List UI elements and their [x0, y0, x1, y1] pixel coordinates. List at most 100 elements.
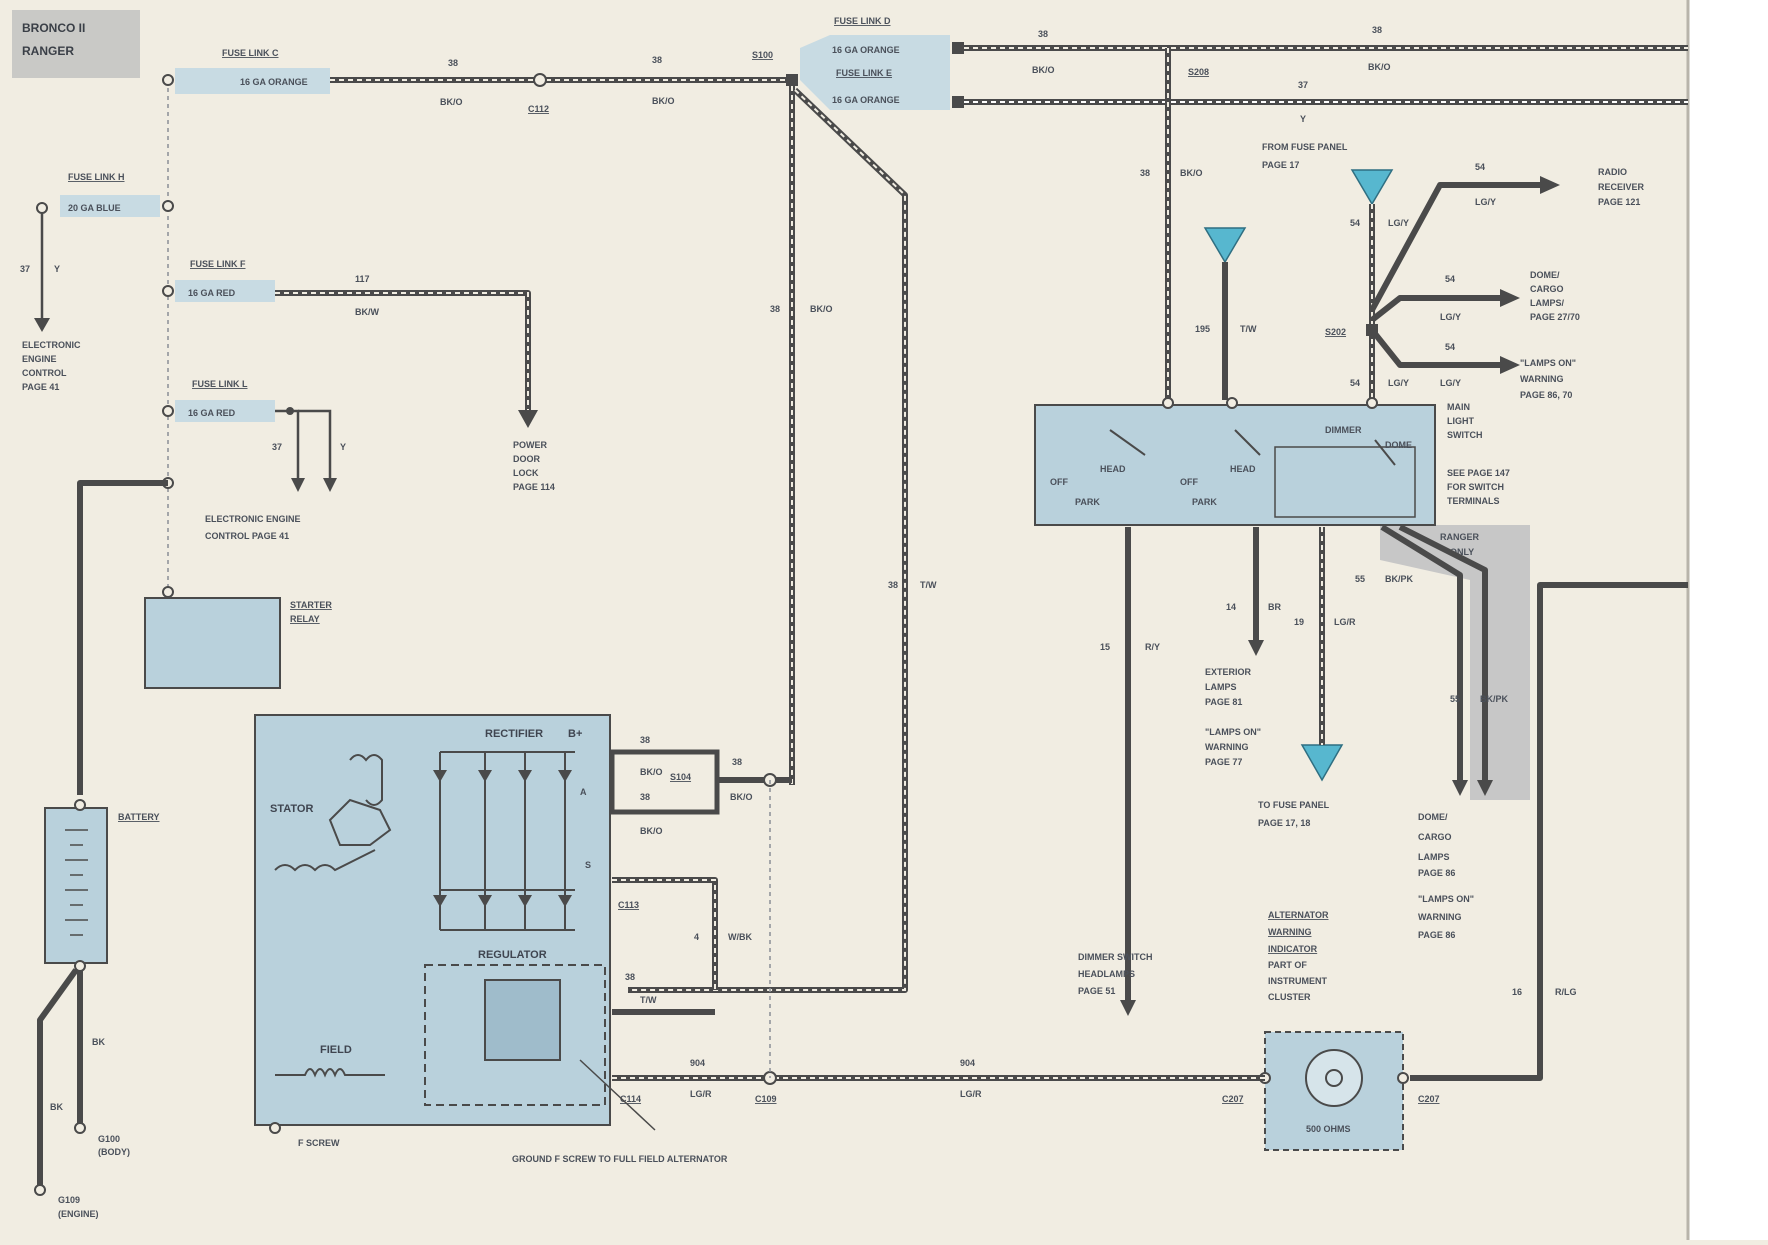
bko-alt-2: BK/O: [640, 826, 663, 836]
tw-f: T/W: [920, 580, 937, 590]
dcb-l1: DOME/: [1418, 812, 1448, 822]
fuse-link-f-band: [175, 280, 275, 302]
dcb-l7: PAGE 86: [1418, 930, 1455, 940]
mls-l4: SEE PAGE 147: [1447, 468, 1510, 478]
dcb-l5: "LAMPS ON": [1418, 894, 1474, 904]
fuse-link-c-band: [175, 68, 330, 94]
eec2-l1: ELECTRONIC ENGINE: [205, 514, 301, 524]
bko-alt-1: BK/O: [640, 767, 663, 777]
s202-label: S202: [1325, 327, 1346, 337]
mls-l1: MAIN: [1447, 402, 1470, 412]
eec-l1: ELECTRONIC: [22, 340, 81, 350]
w54-d1-no: 54: [1445, 274, 1455, 284]
w38-d: 38: [1372, 25, 1382, 35]
bko-e: BK/O: [810, 304, 833, 314]
warning-bulb-icon: [1305, 1049, 1363, 1107]
battery-label: BATTERY: [118, 812, 160, 822]
ranger-only-area: [1380, 525, 1530, 800]
fuse-link-e-title: FUSE LINK E: [836, 68, 892, 78]
w117-no: 117: [355, 274, 370, 284]
dome-label: DOME: [1385, 440, 1412, 450]
fuse-terminal-a: [1203, 227, 1247, 264]
w38-c: 38: [1038, 29, 1048, 39]
ranger-only-line1: RANGER: [1440, 532, 1480, 542]
w54-color: LG/Y: [1388, 218, 1409, 228]
dct-l5: "LAMPS ON": [1520, 358, 1576, 368]
fuse-link-h-band: [60, 195, 160, 217]
fuse-node-h-end: [36, 202, 48, 214]
eec-wire-no: 37: [20, 264, 30, 274]
w54-radio-no: 54: [1475, 162, 1485, 172]
w195-no: 195: [1195, 324, 1210, 334]
w904-a-color: LG/R: [690, 1089, 712, 1099]
starter-relay-l1: STARTER: [290, 600, 332, 610]
aw-l6: CLUSTER: [1268, 992, 1311, 1002]
field-label: FIELD: [320, 1044, 352, 1056]
fuse-link-d-title: FUSE LINK D: [834, 16, 891, 26]
stator-coil-icon: [274, 754, 392, 872]
sw-off-1: OFF: [1050, 477, 1068, 487]
w38-alt-3: 38: [732, 757, 742, 767]
eec-l4: PAGE 41: [22, 382, 59, 392]
wire-54-radio: [1369, 182, 1540, 312]
c109-label: C109: [755, 1094, 777, 1104]
c112-node: [533, 73, 547, 87]
ext-l1: EXTERIOR: [1205, 667, 1252, 677]
fuse-link-h-title: FUSE LINK H: [68, 172, 125, 182]
aw-l2: WARNING: [1268, 927, 1312, 937]
g100-sub: (BODY): [98, 1147, 130, 1157]
fuse-link-h-gauge: 20 GA BLUE: [68, 203, 121, 213]
bko-d: BK/O: [1368, 62, 1391, 72]
eec-l3: CONTROL: [22, 368, 67, 378]
regulator: [424, 964, 606, 1106]
alternator: [254, 714, 611, 1126]
gnd-body-wire: BK: [92, 1037, 105, 1047]
w54-d2-no: 54: [1445, 342, 1455, 352]
w38-reg: 38: [625, 972, 635, 982]
sw-park-2: PARK: [1192, 497, 1217, 507]
sw-head-1: HEAD: [1100, 464, 1126, 474]
l-wire-color: Y: [340, 442, 346, 452]
s104-label: S104: [670, 772, 691, 782]
radio-l1: RADIO: [1598, 167, 1627, 177]
w54-no: 54: [1350, 218, 1360, 228]
mls-l5: FOR SWITCH: [1447, 482, 1504, 492]
starter-relay-l2: RELAY: [290, 614, 320, 624]
w4-no: 4: [694, 932, 699, 942]
w54-d2-color: LG/Y: [1440, 378, 1461, 388]
fuse-link-f-title: FUSE LINK F: [190, 259, 246, 269]
bko-a: BK/O: [440, 97, 463, 107]
s100-splice: [786, 74, 798, 86]
w54b-color: LG/Y: [1388, 378, 1409, 388]
fuse-link-l-title: FUSE LINK L: [192, 379, 248, 389]
rectifier-label: RECTIFIER: [485, 728, 543, 740]
bko-b: BK/O: [652, 96, 675, 106]
mls-l2: LIGHT: [1447, 416, 1474, 426]
w16-color: R/LG: [1555, 987, 1577, 997]
wire-16: [1410, 582, 1688, 1081]
w38-f: 38: [888, 580, 898, 590]
w15-color: R/Y: [1145, 642, 1160, 652]
c207-right: C207: [1418, 1094, 1440, 1104]
page-margin: [1688, 0, 1768, 1240]
dcb-l3: LAMPS: [1418, 852, 1450, 862]
w55b-no: 55: [1450, 694, 1460, 704]
g100-label: G100: [98, 1134, 120, 1144]
w55b-color: BK/PK: [1480, 694, 1509, 704]
fuse-link-e-gauge: 16 GA ORANGE: [832, 95, 900, 105]
from-fuse-page: PAGE 17: [1262, 160, 1299, 170]
w55-no: 55: [1355, 574, 1365, 584]
fuse-node-l: [162, 405, 174, 417]
main-light-switch: [1034, 404, 1436, 526]
ds-l2: HEADLAMPS: [1078, 969, 1135, 979]
wire-38-tw: [628, 87, 908, 993]
ds-l3: PAGE 51: [1078, 986, 1115, 996]
eec-l2: ENGINE: [22, 354, 57, 364]
w38-g: 38: [1140, 168, 1150, 178]
w117-color: BK/W: [355, 307, 379, 317]
w14-color: BR: [1268, 602, 1281, 612]
tfp-l2: PAGE 17, 18: [1258, 818, 1310, 828]
dct-l2: CARGO: [1530, 284, 1564, 294]
ext-l4: "LAMPS ON": [1205, 727, 1261, 737]
fuse-link-l-band: [175, 400, 275, 422]
